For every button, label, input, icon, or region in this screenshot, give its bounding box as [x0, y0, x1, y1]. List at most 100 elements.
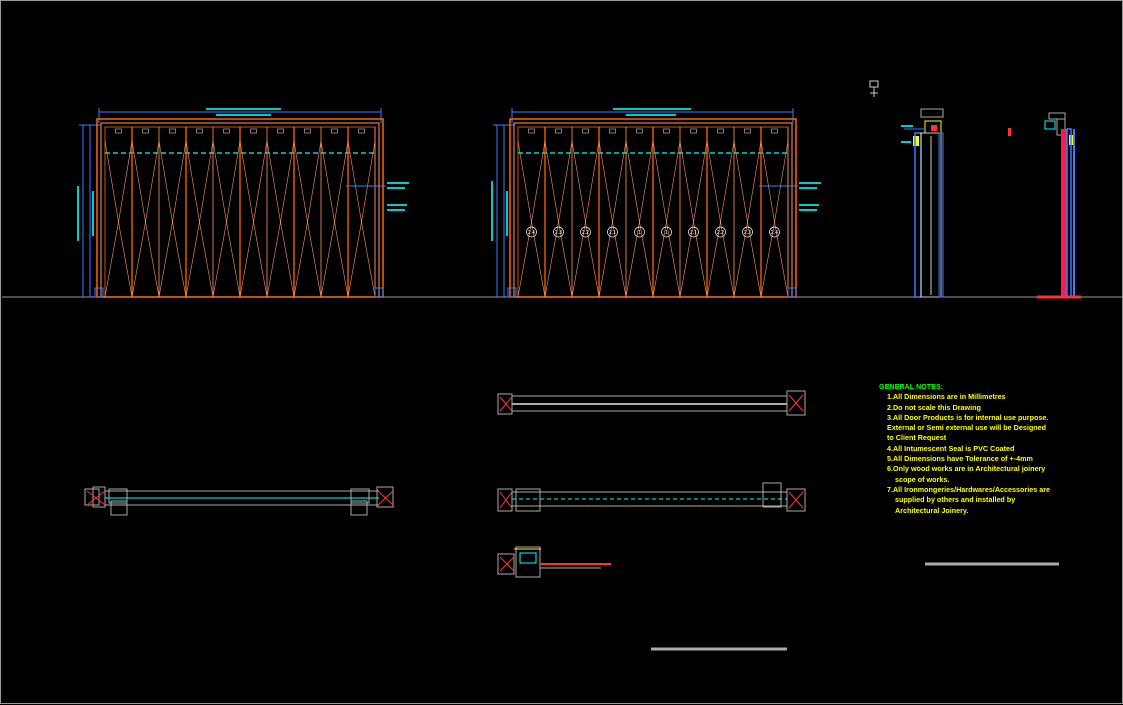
note-line: 4.All Intumescent Seal is PVC Coated — [887, 443, 1015, 453]
note-line: supplied by others and installed by — [895, 495, 1016, 505]
fold-line — [104, 221, 119, 298]
annotation-text — [799, 204, 819, 206]
fold-line — [253, 221, 268, 298]
leaf-number: 1 — [638, 230, 641, 236]
fold-line — [760, 221, 775, 298]
leaf-number-circle — [688, 226, 699, 238]
fold-line — [558, 140, 573, 223]
annotation-text — [387, 182, 409, 184]
fold-line — [172, 140, 187, 223]
fold-line — [693, 140, 708, 223]
annotation-text — [799, 182, 821, 184]
fold-line — [706, 140, 721, 223]
fold-line — [612, 140, 627, 223]
fold-line — [280, 140, 295, 223]
fold-line — [320, 221, 335, 298]
leaf-number: 2.2 — [582, 230, 589, 236]
fold-line — [693, 221, 708, 298]
note-line: to Client Request — [887, 433, 947, 443]
hinge-mark — [169, 128, 176, 134]
leaf-number-circle — [580, 226, 591, 238]
fold-line — [733, 221, 748, 298]
note-line: 5.All Dimensions have Tolerance of +-4mm — [887, 454, 1033, 464]
fold-line — [639, 140, 654, 223]
note-line: 1.All Dimensions are in Millimetres — [887, 392, 1006, 402]
fold-line — [571, 140, 586, 223]
plan-section-1 — [84, 486, 394, 516]
fold-line — [293, 140, 308, 223]
fold-line — [145, 140, 160, 223]
note-line: 7.All Ironmongeries/Hardwares/Accessorie… — [887, 484, 1050, 494]
fold-line — [652, 140, 667, 223]
fold-line — [598, 140, 613, 223]
leaf-number-circle — [607, 226, 618, 238]
fold-line — [226, 221, 241, 298]
fold-line — [625, 221, 640, 298]
leaf-number: 2.3 — [555, 230, 562, 236]
annotation-text — [387, 209, 405, 211]
leaf-number: 2.1 — [609, 230, 616, 236]
hinge-mark — [744, 128, 751, 134]
fold-line — [706, 221, 721, 298]
fold-line — [131, 140, 146, 223]
fold-line — [199, 140, 214, 223]
note-line: 2.Do not scale this Drawing — [887, 402, 981, 412]
fold-line — [625, 140, 640, 223]
dimension-text — [491, 181, 493, 241]
fold-line — [199, 221, 214, 298]
fold-line — [679, 140, 694, 223]
fold-line — [172, 221, 187, 298]
leaf-number: 2.1 — [690, 230, 697, 236]
leaf-number: 2.4 — [771, 230, 778, 236]
fold-line — [585, 140, 600, 223]
hinge-mark — [528, 128, 535, 134]
plan-section-3 — [497, 482, 806, 512]
dimension-text — [613, 108, 691, 110]
fold-line — [185, 221, 200, 298]
fold-line — [253, 140, 268, 223]
fold-line — [585, 221, 600, 298]
hinge-mark — [331, 128, 338, 134]
fold-line — [320, 140, 335, 223]
fold-line — [774, 221, 789, 298]
leaf-number: 2.3 — [744, 230, 751, 236]
annotation-text — [901, 125, 913, 127]
fold-line — [118, 140, 133, 223]
annotation-text — [387, 204, 407, 206]
fold-line — [598, 221, 613, 298]
fold-line — [266, 140, 281, 223]
fold-line — [131, 221, 146, 298]
hinge-mark — [304, 128, 311, 134]
fold-line — [239, 140, 254, 223]
fold-line — [145, 221, 160, 298]
dimension-text — [206, 108, 281, 110]
annotation-text — [799, 209, 817, 211]
fold-line — [544, 140, 559, 223]
fold-line — [307, 221, 322, 298]
fold-line — [361, 221, 376, 298]
fold-line — [774, 140, 789, 223]
fold-line — [666, 221, 681, 298]
fold-line — [158, 221, 173, 298]
fold-line — [747, 221, 762, 298]
note-line: 6.Only wood works are in Architectural j… — [887, 464, 1046, 474]
vertical-section-2 — [1008, 112, 1081, 299]
fold-line — [679, 221, 694, 298]
fold-line — [226, 140, 241, 223]
fold-line — [293, 221, 308, 298]
plan-section-2 — [497, 390, 806, 416]
hinge-mark — [115, 128, 122, 134]
dimension-text — [92, 191, 94, 236]
dimension-text — [77, 186, 79, 241]
hinge-mark — [358, 128, 365, 134]
general-notes: GENERAL NOTES: 1.All Dimensions are in M… — [879, 382, 1099, 516]
annotation-text — [387, 187, 405, 189]
vertical-section-1 — [869, 80, 944, 298]
fold-line — [212, 140, 227, 223]
hinge-mark — [250, 128, 257, 134]
dimension-text — [506, 191, 508, 236]
fold-line — [118, 221, 133, 298]
fold-line — [361, 140, 376, 223]
